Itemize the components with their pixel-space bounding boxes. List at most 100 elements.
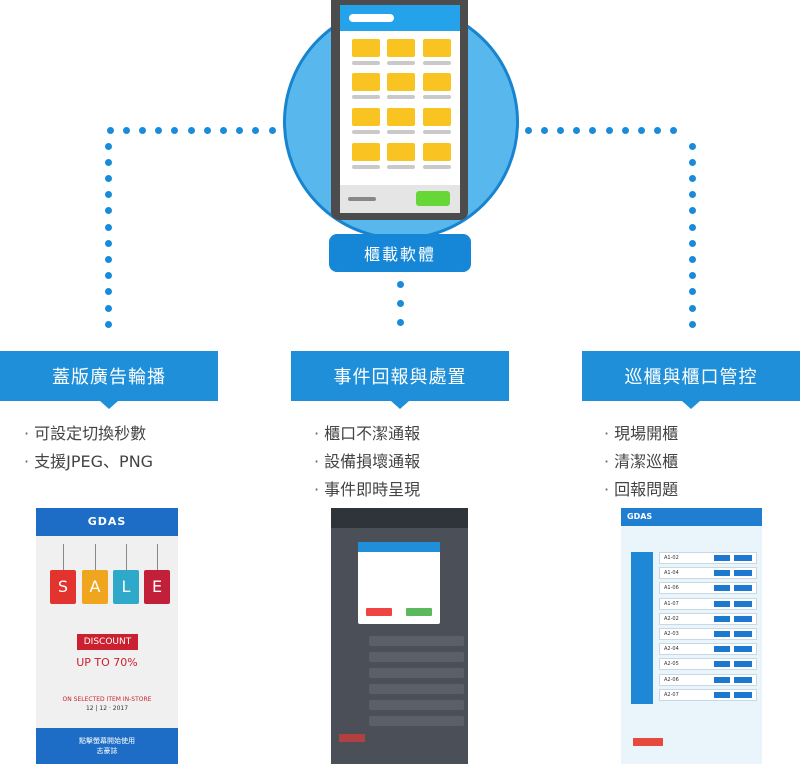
connector-dot	[396, 299, 404, 307]
bullets-patrol: 現場開櫃 清潔巡櫃 回報問題	[604, 420, 678, 504]
connector-dot	[688, 223, 696, 231]
list-row: A1-06	[659, 582, 757, 595]
sale-tag: A	[82, 570, 108, 604]
list-row-label: A2-02	[664, 615, 679, 622]
modal-header	[358, 542, 440, 552]
list-row: A1-07	[659, 597, 757, 610]
connector-dot	[396, 318, 404, 326]
connector-dot	[396, 280, 404, 288]
connector-dot	[104, 142, 112, 150]
connector-dot	[670, 126, 678, 134]
tablet-screen	[340, 5, 460, 213]
sale-footer: 點擊螢幕開始使用 志豪誌	[36, 728, 178, 764]
connector-dot	[138, 126, 146, 134]
connector-dot	[252, 126, 260, 134]
list-row-label: A1-06	[664, 585, 679, 592]
tile	[387, 108, 415, 126]
list-row-label: A1-07	[664, 600, 679, 607]
tablet-icon	[331, 0, 468, 220]
discount-label: DISCOUNT	[77, 634, 138, 650]
connector-dot	[171, 126, 179, 134]
connector-dot	[621, 126, 629, 134]
list-row: A1-04	[659, 567, 757, 580]
discount-date: 12 | 12 · 2017	[85, 705, 129, 712]
tablet-footer	[340, 185, 460, 213]
connector-dot	[524, 126, 532, 134]
tablet-header	[340, 5, 460, 31]
connector-dot	[104, 255, 112, 263]
tablet-go-button	[416, 191, 450, 206]
tag-string	[95, 544, 96, 570]
list-row: A2-07	[659, 688, 757, 701]
bullet-item: 櫃口不潔通報	[314, 420, 420, 448]
connector-dot	[104, 191, 112, 199]
dark-row	[369, 700, 464, 710]
dark-red-button	[339, 734, 365, 742]
tile	[423, 39, 451, 57]
connector-dot	[106, 126, 114, 134]
connector-dot	[187, 126, 195, 134]
list-row: A2-03	[659, 628, 757, 640]
list-row: A2-02	[659, 612, 757, 625]
bullet-item: 清潔巡櫃	[604, 448, 678, 476]
tile	[387, 73, 415, 91]
connector-dot	[637, 126, 645, 134]
sale-tag: L	[113, 570, 139, 604]
connector-dot	[688, 272, 696, 280]
list-row: A2-04	[659, 643, 757, 656]
section-header-events: 事件回報與處置	[291, 351, 509, 409]
tile-bar	[387, 165, 415, 169]
bullet-item: 可設定切換秒數	[24, 420, 153, 448]
tile-bar	[423, 130, 451, 134]
list-red-button	[633, 738, 663, 746]
sale-brand: GDAS	[36, 508, 178, 536]
tile-bar	[423, 95, 451, 99]
tile	[423, 73, 451, 91]
tile-bar	[423, 61, 451, 65]
sale-tag: S	[50, 570, 76, 604]
tile	[352, 73, 380, 91]
connector-dot	[688, 207, 696, 215]
connector-dot	[104, 272, 112, 280]
connector-dot	[104, 320, 112, 328]
screenshot-event-report	[331, 508, 468, 764]
discount-note: ON SELECTED ITEM IN-STORE	[62, 696, 152, 703]
connector-dot	[104, 174, 112, 182]
connector-dot	[104, 207, 112, 215]
dark-row	[369, 716, 464, 726]
tile	[387, 143, 415, 161]
list-row-label: A2-07	[664, 691, 679, 698]
tile-bar	[352, 165, 380, 169]
footer-line	[348, 197, 376, 201]
dark-row	[369, 652, 464, 662]
connector-dot	[556, 126, 564, 134]
dark-row	[369, 668, 464, 678]
hub-label: 櫃載軟體	[329, 234, 471, 272]
tile	[423, 108, 451, 126]
list-row-label: A2-03	[664, 631, 679, 637]
bullet-item: 現場開櫃	[604, 420, 678, 448]
modal-cancel-button	[366, 608, 392, 616]
sale-footer-line1: 點擊螢幕開始使用	[79, 737, 135, 745]
connector-dot	[688, 174, 696, 182]
connector-dot	[654, 126, 662, 134]
tile-bar	[352, 130, 380, 134]
bullets-ads: 可設定切換秒數 支援JPEG、PNG	[24, 420, 153, 476]
connector-dot	[268, 126, 276, 134]
dark-header	[331, 508, 468, 528]
bullet-item: 支援JPEG、PNG	[24, 448, 153, 476]
connector-dot	[219, 126, 227, 134]
tile-bar	[352, 95, 380, 99]
tile	[352, 108, 380, 126]
connector-dot	[540, 126, 548, 134]
tile-bar	[387, 130, 415, 134]
tag-string	[63, 544, 64, 570]
sale-footer-line2: 志豪誌	[96, 747, 118, 755]
list-row: A2-05	[659, 658, 757, 671]
connector-dot	[122, 126, 130, 134]
list-row: A2-06	[659, 673, 757, 686]
dark-row	[369, 684, 464, 694]
list-row-label: A2-04	[664, 646, 679, 653]
dark-row	[369, 636, 464, 646]
